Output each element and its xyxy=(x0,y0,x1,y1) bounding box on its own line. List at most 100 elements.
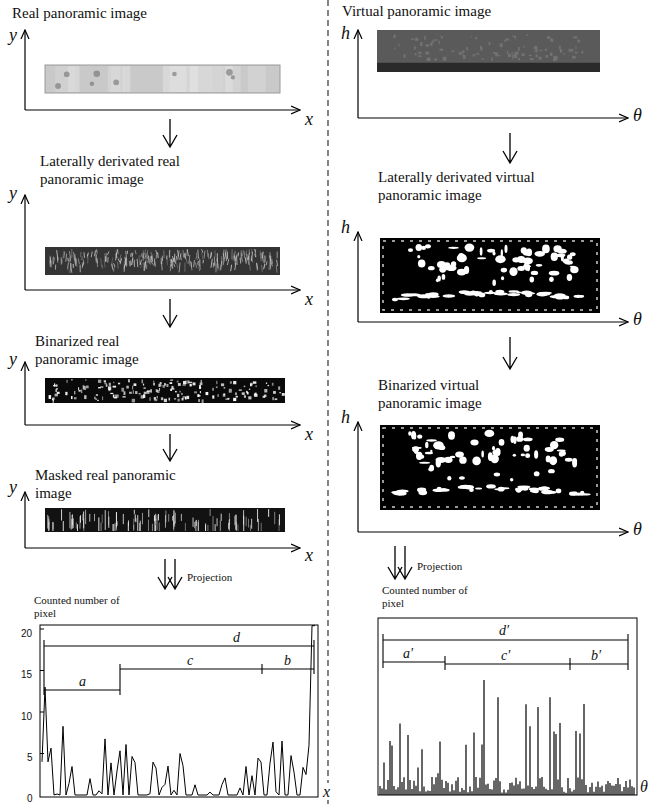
image-ground xyxy=(45,378,285,403)
histogram-bar xyxy=(491,790,492,796)
image-speckle xyxy=(575,46,576,50)
image-streak xyxy=(235,514,236,529)
image-speckle xyxy=(551,39,553,42)
image-pixel xyxy=(135,391,137,394)
histograms xyxy=(42,626,634,795)
image-edge xyxy=(169,250,170,258)
label-anchor: y xyxy=(8,184,18,203)
axis-label: y xyxy=(8,349,18,369)
image-edge xyxy=(217,253,218,262)
image-spot xyxy=(93,70,100,77)
image-streak xyxy=(193,518,194,527)
image-blob xyxy=(573,491,577,493)
image-pixel xyxy=(128,379,130,382)
image-edge xyxy=(71,249,72,258)
image-pixel xyxy=(79,390,81,392)
histogram-bar xyxy=(563,792,564,795)
image-speckle xyxy=(569,49,572,52)
image-edge xyxy=(214,261,216,265)
image-edge xyxy=(116,250,118,259)
image-pixel xyxy=(170,382,173,384)
image-edge xyxy=(69,256,70,263)
image-edge xyxy=(143,253,144,260)
image-edge xyxy=(197,250,199,258)
image-edge xyxy=(230,265,232,272)
image-speckle xyxy=(418,52,421,54)
image-speckle xyxy=(534,46,538,49)
image-edge xyxy=(276,265,278,273)
image-pixel xyxy=(248,396,251,399)
image-blob xyxy=(416,452,423,460)
image-streak xyxy=(123,514,124,524)
image-streak xyxy=(154,516,155,522)
label-anchor: x xyxy=(304,110,314,129)
image-blob xyxy=(534,450,538,459)
axis-label: x xyxy=(304,424,314,444)
image-speckle xyxy=(418,55,421,57)
image-pixel xyxy=(113,382,114,383)
image-speckle xyxy=(581,51,583,54)
histogram-bar xyxy=(607,781,608,795)
histogram-panel: Counted number of pixel xyxy=(5,590,325,802)
image-edge xyxy=(171,260,173,269)
image-edge xyxy=(129,261,131,266)
stage-panel: Binarized real panoramic image xyxy=(5,328,320,433)
image-edge xyxy=(260,253,261,261)
tick-label: 0 xyxy=(26,793,34,804)
image-blob xyxy=(572,459,577,467)
image-edge xyxy=(171,259,173,269)
image-edge xyxy=(73,264,74,268)
image-edge xyxy=(249,261,250,271)
image-edge xyxy=(215,263,216,272)
image-edge xyxy=(202,260,203,263)
image-pixel xyxy=(244,386,246,388)
image-blob xyxy=(472,456,481,465)
image-pixel xyxy=(181,393,183,395)
histogram-bar xyxy=(613,786,614,795)
image-edge xyxy=(245,258,246,264)
image-edge xyxy=(73,252,75,261)
image-streak xyxy=(205,524,206,531)
histogram-bar xyxy=(451,784,452,795)
image-speckle xyxy=(530,58,534,60)
image-pixel xyxy=(193,382,196,385)
image-edge xyxy=(255,249,256,257)
image-blob xyxy=(523,292,535,294)
axis-label: x xyxy=(304,109,314,129)
histogram-bar xyxy=(437,773,438,795)
image-speckle xyxy=(394,47,395,49)
image-blob xyxy=(484,430,494,437)
image-pixel xyxy=(250,384,252,387)
image-edge xyxy=(193,260,195,267)
image-edge xyxy=(187,249,188,256)
image-pixel xyxy=(144,392,147,394)
image-edge xyxy=(152,254,154,259)
image-pixel xyxy=(164,399,167,402)
image-blob xyxy=(460,254,462,260)
image-blob xyxy=(492,450,498,456)
image-speckle xyxy=(480,46,482,50)
dimension-tick xyxy=(119,664,120,695)
label-anchor: h xyxy=(340,24,351,43)
image-edge xyxy=(212,262,214,265)
histogram-bar xyxy=(619,784,620,795)
histogram-bar xyxy=(621,791,622,795)
image-speckle xyxy=(434,39,438,40)
image-streak xyxy=(135,515,136,522)
image-pixel xyxy=(187,380,189,383)
image-speckle xyxy=(427,58,431,62)
image-edge xyxy=(118,250,119,254)
image-speckle xyxy=(577,40,580,43)
image-edge xyxy=(150,257,151,266)
image-blob xyxy=(495,255,505,263)
image-blob xyxy=(457,254,467,263)
image-shade xyxy=(248,66,266,92)
image-edge xyxy=(106,253,107,262)
axis-label: x xyxy=(304,545,314,565)
image-streak xyxy=(279,514,280,525)
axis-label: h xyxy=(340,23,351,43)
image-streak xyxy=(116,523,117,531)
edge-label: Projection xyxy=(416,560,463,572)
image-blob xyxy=(542,245,550,254)
